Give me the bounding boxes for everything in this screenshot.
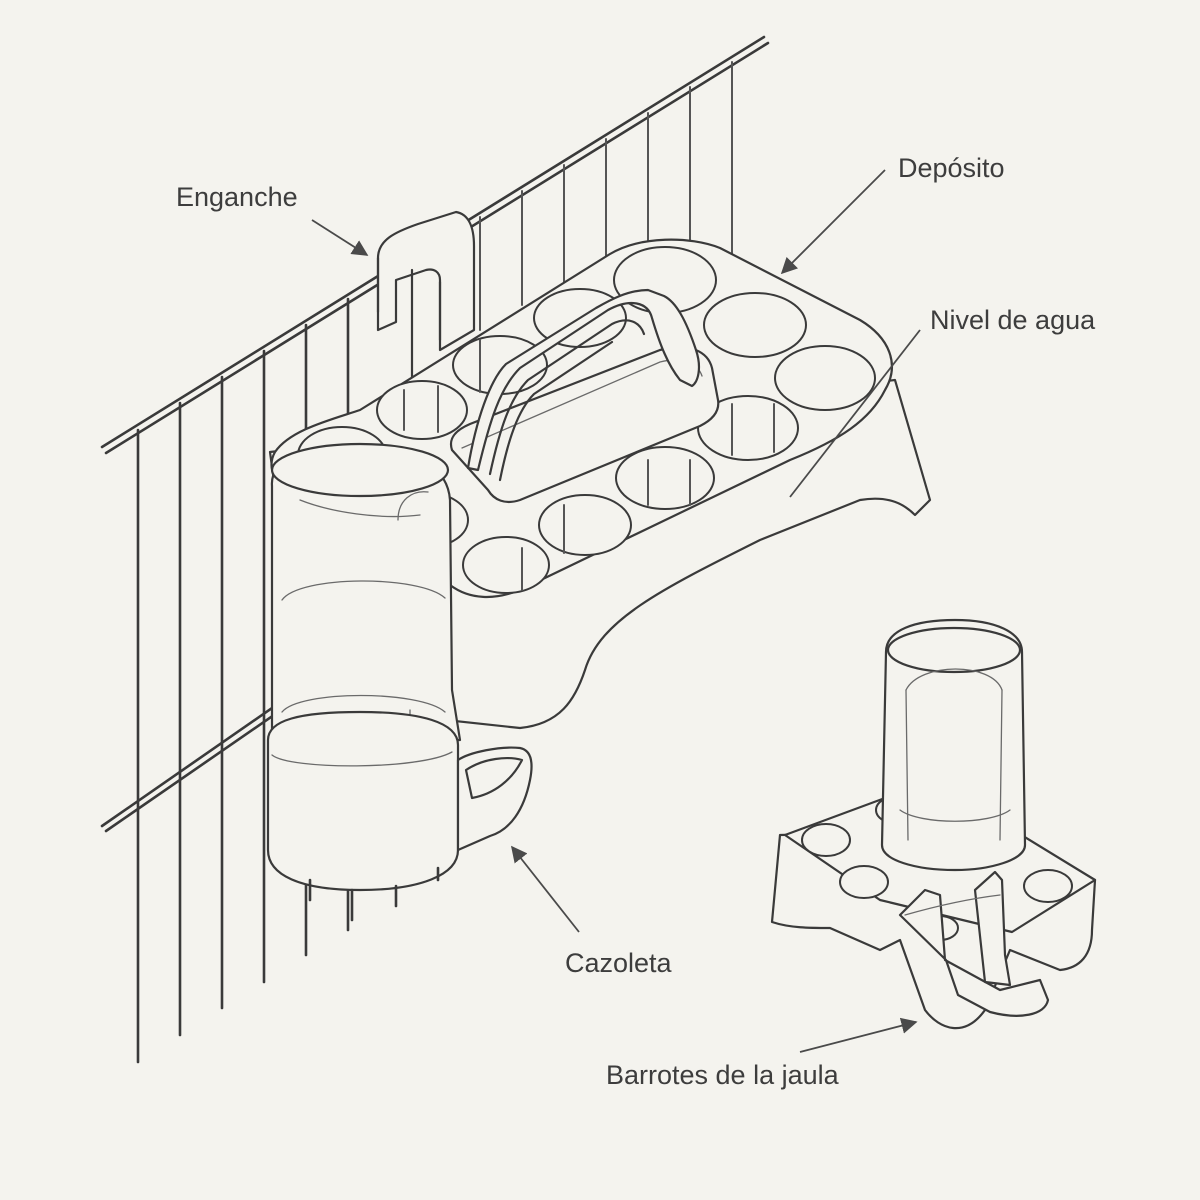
arrow-enganche <box>311 219 369 256</box>
arrow-nivel <box>789 329 921 498</box>
arrow-deposito <box>780 169 886 275</box>
label-barrotes: Barrotes de la jaula <box>606 1060 839 1090</box>
arrow-barrotes <box>799 1017 918 1053</box>
label-nivel-agua: Nivel de agua <box>930 305 1096 335</box>
inset-feeder <box>770 618 1097 1030</box>
leader-arrows <box>311 169 921 1053</box>
label-cazoleta: Cazoleta <box>565 948 672 978</box>
label-enganche: Enganche <box>176 182 298 212</box>
label-deposito: Depósito <box>898 153 1005 183</box>
hook <box>376 210 476 412</box>
water-bottle <box>266 442 533 922</box>
arrow-cazoleta <box>510 845 580 933</box>
